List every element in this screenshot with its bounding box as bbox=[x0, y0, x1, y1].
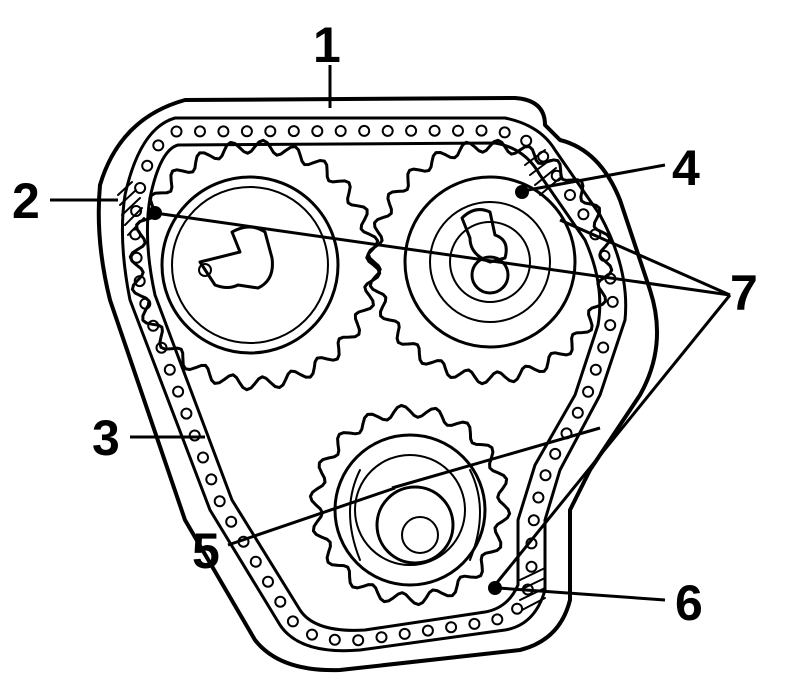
chain-link bbox=[468, 617, 481, 630]
chain-link bbox=[225, 515, 238, 528]
chain-link bbox=[491, 613, 504, 626]
chain-link bbox=[375, 631, 388, 644]
chain-link bbox=[286, 615, 299, 628]
chain-link bbox=[381, 124, 394, 137]
chain-link bbox=[475, 124, 488, 137]
chain-link bbox=[311, 125, 324, 138]
chain-link bbox=[564, 189, 576, 201]
callout-6: 6 bbox=[675, 575, 703, 631]
chain-link bbox=[249, 555, 262, 568]
chain-link bbox=[262, 575, 274, 588]
chain-link bbox=[604, 319, 617, 332]
chain-link bbox=[205, 473, 218, 486]
chain-link bbox=[421, 624, 434, 637]
chain-link bbox=[152, 139, 165, 152]
chain-tensioner-hatching bbox=[117, 149, 561, 611]
chain-link bbox=[352, 634, 365, 647]
timing-chain-links bbox=[129, 124, 619, 647]
callout-2: 2 bbox=[12, 173, 40, 229]
callout-3: 3 bbox=[92, 410, 120, 466]
chain-link bbox=[445, 621, 458, 634]
left-camshaft-sprocket bbox=[128, 138, 382, 392]
chain-link bbox=[520, 134, 533, 147]
chain-link bbox=[217, 125, 230, 138]
chain-link bbox=[180, 407, 193, 420]
callout-1: 1 bbox=[313, 17, 341, 73]
chain-link bbox=[525, 560, 538, 573]
chain-link bbox=[172, 385, 185, 398]
chain-link bbox=[334, 125, 347, 137]
chain-link bbox=[582, 385, 595, 398]
chain-link bbox=[539, 469, 552, 482]
chain-link bbox=[606, 295, 619, 308]
chain-link bbox=[306, 628, 318, 641]
chain-link bbox=[597, 341, 610, 354]
chain-cover-outline bbox=[96, 96, 660, 673]
chain-link bbox=[264, 125, 277, 138]
chain-link bbox=[130, 205, 143, 217]
chain-link bbox=[398, 627, 411, 640]
chain-link bbox=[428, 124, 441, 137]
timing-chain-outer-edge bbox=[120, 116, 628, 653]
chain-link bbox=[197, 451, 209, 464]
chain-link bbox=[498, 126, 511, 139]
chain-link bbox=[511, 602, 524, 615]
callout-4: 4 bbox=[672, 140, 700, 196]
chain-link bbox=[240, 125, 253, 138]
callout-7: 7 bbox=[730, 265, 758, 321]
chain-link bbox=[213, 495, 226, 508]
chain-link bbox=[577, 208, 590, 221]
chain-link bbox=[571, 406, 584, 419]
chain-link bbox=[358, 124, 371, 137]
chain-link bbox=[527, 514, 540, 527]
crankshaft-sprocket bbox=[308, 403, 512, 607]
chain-link bbox=[170, 125, 183, 138]
chain-link bbox=[328, 633, 341, 646]
chain-link bbox=[405, 124, 418, 137]
callout-5: 5 bbox=[192, 523, 220, 579]
chain-link bbox=[549, 447, 562, 460]
timing-chain-inner-edge bbox=[145, 141, 602, 632]
chain-link bbox=[134, 182, 147, 194]
chain-link bbox=[141, 159, 154, 172]
chain-link bbox=[589, 363, 602, 376]
chain-link bbox=[452, 124, 464, 137]
chain-link bbox=[194, 125, 206, 138]
chain-link bbox=[163, 363, 176, 376]
chain-link bbox=[274, 595, 287, 608]
pivot-dots bbox=[148, 185, 529, 595]
chain-link bbox=[287, 125, 300, 138]
chain-link bbox=[532, 491, 545, 504]
callout-leader-lines bbox=[50, 65, 732, 602]
